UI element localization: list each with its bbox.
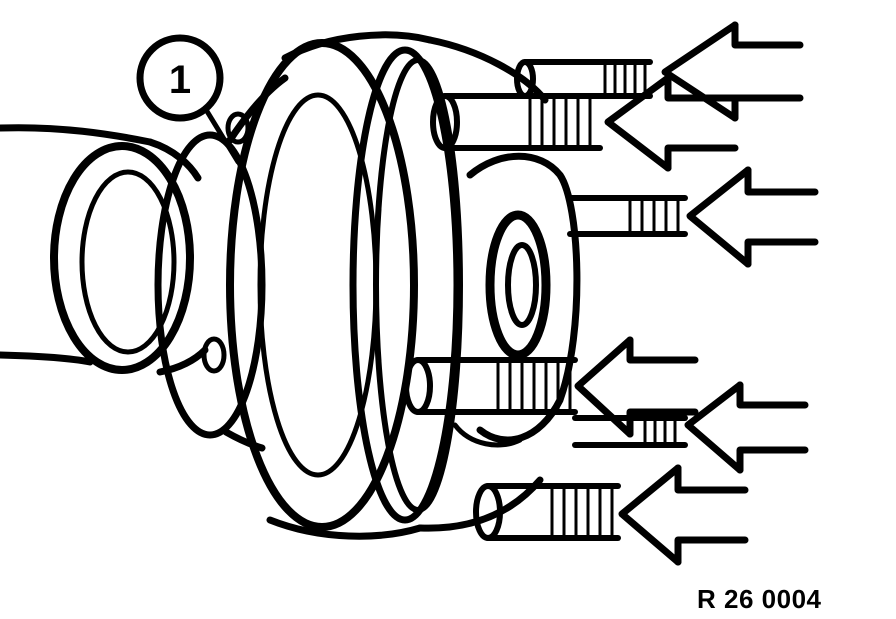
arrow-4 [574,336,699,438]
bolt-stud-3 [567,195,688,237]
callout-number: 1 [169,58,191,102]
flex-disc [226,31,549,540]
arrow-3 [686,166,819,268]
bolt-stud-2 [430,93,603,151]
figure-reference-code: R 26 0004 [697,584,822,614]
drive-shaft [0,124,209,376]
arrow-5 [684,381,809,474]
callout-1 [136,34,241,165]
bolt-stud-6 [473,483,621,541]
bolt-stud-4 [403,357,578,415]
arrow-2 [604,74,739,172]
arrow-6 [618,464,749,566]
hub [452,152,581,448]
arrow-1 [661,21,804,122]
